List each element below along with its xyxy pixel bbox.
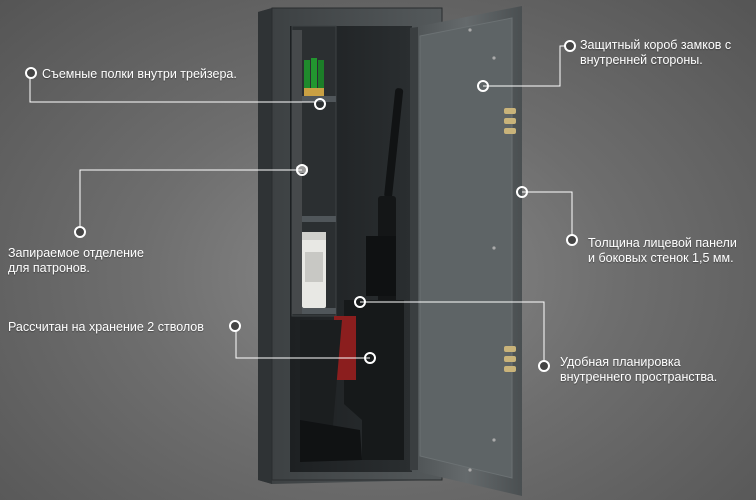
callout-thickness-line1: Толщина лицевой панели bbox=[588, 236, 737, 250]
callout-layout: Удобная планировка внутреннего пространс… bbox=[560, 355, 717, 385]
callout-thickness: Толщина лицевой панели и боковых стенок … bbox=[588, 236, 737, 266]
rifle-icon bbox=[300, 88, 404, 462]
callout-ammo-line2: для патронов. bbox=[8, 261, 90, 275]
callout-lock-box: Защитный короб замков с внутренней сторо… bbox=[580, 38, 731, 68]
callout-layout-line2: внутреннего пространства. bbox=[560, 370, 718, 384]
anchor-dots bbox=[296, 80, 528, 364]
ammo-can-icon bbox=[302, 232, 326, 308]
lock-dials-icon bbox=[504, 108, 516, 372]
callout-lock-box-line2: внутренней стороны. bbox=[580, 53, 703, 67]
callout-ammo-compartment: Запираемое отделение для патронов. bbox=[8, 246, 144, 276]
callout-dot-icon bbox=[538, 360, 550, 372]
callout-dot-icon bbox=[74, 226, 86, 238]
callout-dot-icon bbox=[229, 320, 241, 332]
callout-barrels: Рассчитан на хранение 2 стволов bbox=[8, 320, 204, 335]
callout-shelves-text: Съемные полки внутри трейзера. bbox=[42, 67, 237, 81]
callout-barrels-text: Рассчитан на хранение 2 стволов bbox=[8, 320, 204, 334]
callout-dot-icon bbox=[566, 234, 578, 246]
callout-layout-line1: Удобная планировка bbox=[560, 355, 681, 369]
callout-thickness-line2: и боковых стенок 1,5 мм. bbox=[588, 251, 734, 265]
shotgun-shells-icon bbox=[304, 58, 324, 96]
callout-shelves: Съемные полки внутри трейзера. bbox=[42, 67, 237, 82]
callout-dot-icon bbox=[25, 67, 37, 79]
leader-lines bbox=[29, 45, 573, 362]
safe-door bbox=[410, 6, 522, 496]
callout-lock-box-line1: Защитный короб замков с bbox=[580, 38, 732, 52]
callout-dot-icon bbox=[564, 40, 576, 52]
callout-ammo-line1: Запираемое отделение bbox=[8, 246, 144, 260]
